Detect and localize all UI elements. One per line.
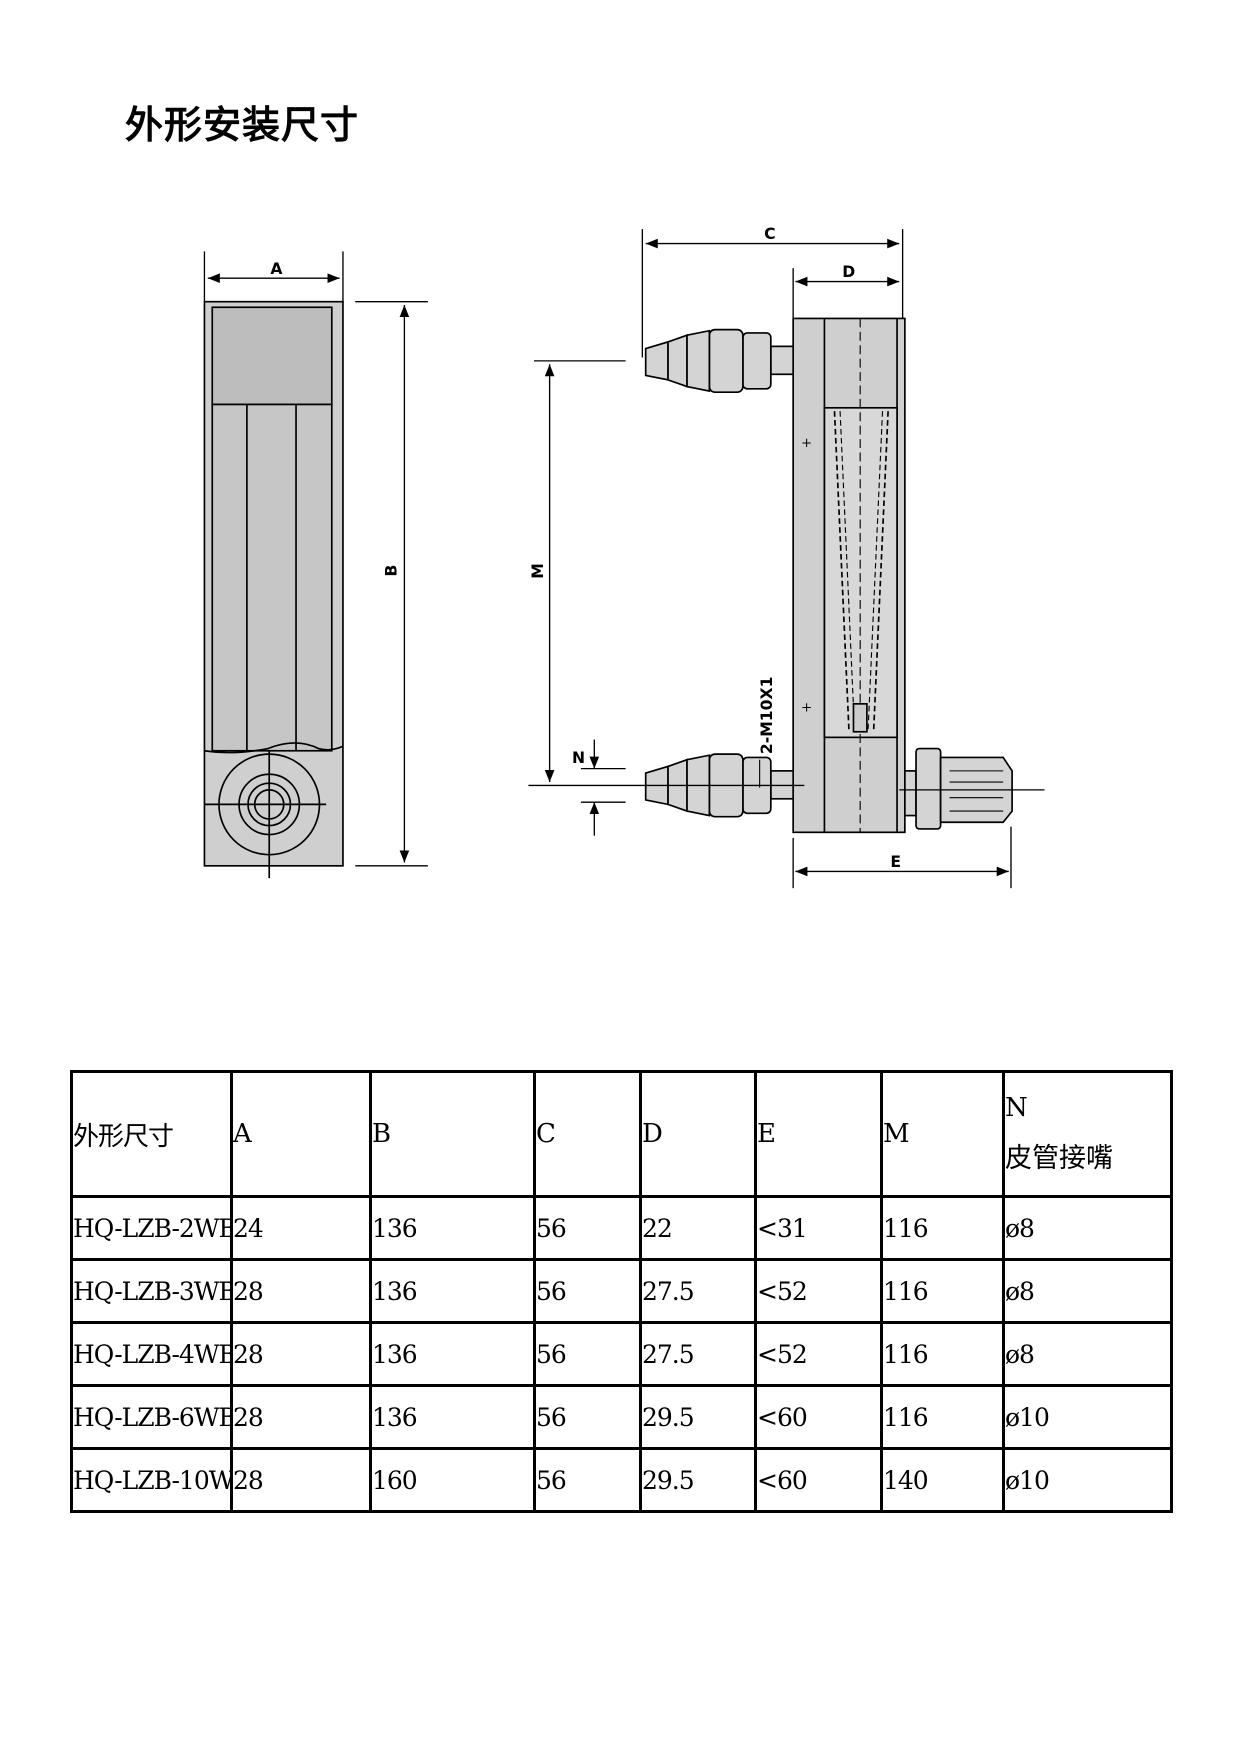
header-n-letter: N bbox=[1005, 1092, 1028, 1123]
dimension-b bbox=[355, 301, 428, 867]
cell-e: <60 bbox=[754, 1384, 883, 1450]
dim-label-n: N bbox=[572, 748, 585, 767]
cell-n: ø10 bbox=[1002, 1447, 1173, 1513]
cell-c: 56 bbox=[533, 1258, 642, 1324]
cell-d: 27.5 bbox=[639, 1258, 757, 1324]
cell-e: <52 bbox=[754, 1258, 883, 1324]
cell-d: 29.5 bbox=[639, 1384, 757, 1450]
cell-a: 28 bbox=[230, 1321, 372, 1387]
cell-model: HQ-LZB-10WB bbox=[70, 1447, 233, 1513]
cell-e: <52 bbox=[754, 1321, 883, 1387]
header-n: N 皮管接嘴 bbox=[1002, 1070, 1173, 1198]
thread-spec-label: 2-M10X1 bbox=[757, 677, 776, 755]
dimension-n bbox=[580, 739, 626, 836]
header-n-text: 皮管接嘴 bbox=[1005, 1143, 1114, 1175]
cell-c: 56 bbox=[533, 1195, 642, 1261]
cell-n: ø8 bbox=[1002, 1258, 1173, 1324]
cell-b: 136 bbox=[369, 1321, 536, 1387]
dim-label-b: B bbox=[382, 565, 401, 577]
cell-model: HQ-LZB-6WB bbox=[70, 1384, 233, 1450]
svg-text:+: + bbox=[801, 701, 812, 716]
table-header-row: 外形尺寸 A B C D E M N 皮管接嘴 bbox=[70, 1070, 1173, 1198]
cell-c: 56 bbox=[533, 1384, 642, 1450]
cell-b: 136 bbox=[369, 1195, 536, 1261]
dim-label-a: A bbox=[270, 259, 283, 278]
header-a: A bbox=[230, 1070, 372, 1198]
cell-m: 140 bbox=[880, 1447, 1005, 1513]
svg-text:+: + bbox=[801, 436, 812, 451]
cell-e: <31 bbox=[754, 1195, 883, 1261]
cell-d: 29.5 bbox=[639, 1447, 757, 1513]
cell-m: 116 bbox=[880, 1321, 1005, 1387]
cell-model: HQ-LZB-4WB bbox=[70, 1321, 233, 1387]
lower-hose-barb-fitting bbox=[644, 753, 794, 818]
cell-n: ø8 bbox=[1002, 1321, 1173, 1387]
cell-c: 56 bbox=[533, 1321, 642, 1387]
cell-a: 28 bbox=[230, 1384, 372, 1450]
header-c: C bbox=[533, 1070, 642, 1198]
dim-label-d: D bbox=[842, 262, 855, 281]
cell-d: 22 bbox=[639, 1195, 757, 1261]
page-title: 外形安装尺寸 bbox=[125, 103, 360, 147]
dimension-c bbox=[641, 229, 904, 358]
cell-b: 136 bbox=[369, 1384, 536, 1450]
front-view bbox=[203, 300, 344, 879]
cell-a: 24 bbox=[230, 1195, 372, 1261]
side-view: + + bbox=[792, 317, 906, 834]
cell-n: ø8 bbox=[1002, 1195, 1173, 1261]
dim-label-m: M bbox=[528, 563, 547, 579]
float-icon bbox=[852, 703, 868, 733]
dimension-d bbox=[792, 268, 900, 319]
header-b: B bbox=[369, 1070, 536, 1198]
cell-d: 27.5 bbox=[639, 1321, 757, 1387]
valve-knob bbox=[904, 747, 1013, 830]
cell-m: 116 bbox=[880, 1195, 1005, 1261]
header-m: M bbox=[880, 1070, 1005, 1198]
cell-a: 28 bbox=[230, 1447, 372, 1513]
cell-n: ø10 bbox=[1002, 1384, 1173, 1450]
cell-model: HQ-LZB-3WB bbox=[70, 1258, 233, 1324]
cell-e: <60 bbox=[754, 1447, 883, 1513]
header-d: D bbox=[639, 1070, 757, 1198]
cell-m: 116 bbox=[880, 1384, 1005, 1450]
header-model: 外形尺寸 bbox=[70, 1070, 233, 1198]
cell-m: 116 bbox=[880, 1258, 1005, 1324]
cell-c: 56 bbox=[533, 1447, 642, 1513]
dimension-e bbox=[792, 826, 1012, 889]
dim-label-e: E bbox=[890, 852, 901, 871]
upper-hose-barb-fitting bbox=[644, 328, 794, 394]
cell-model: HQ-LZB-2WB bbox=[70, 1195, 233, 1261]
cell-a: 28 bbox=[230, 1258, 372, 1324]
dim-label-c: C bbox=[764, 224, 775, 243]
cell-b: 160 bbox=[369, 1447, 536, 1513]
dimension-a bbox=[203, 251, 344, 302]
header-e: E bbox=[754, 1070, 883, 1198]
cell-b: 136 bbox=[369, 1258, 536, 1324]
